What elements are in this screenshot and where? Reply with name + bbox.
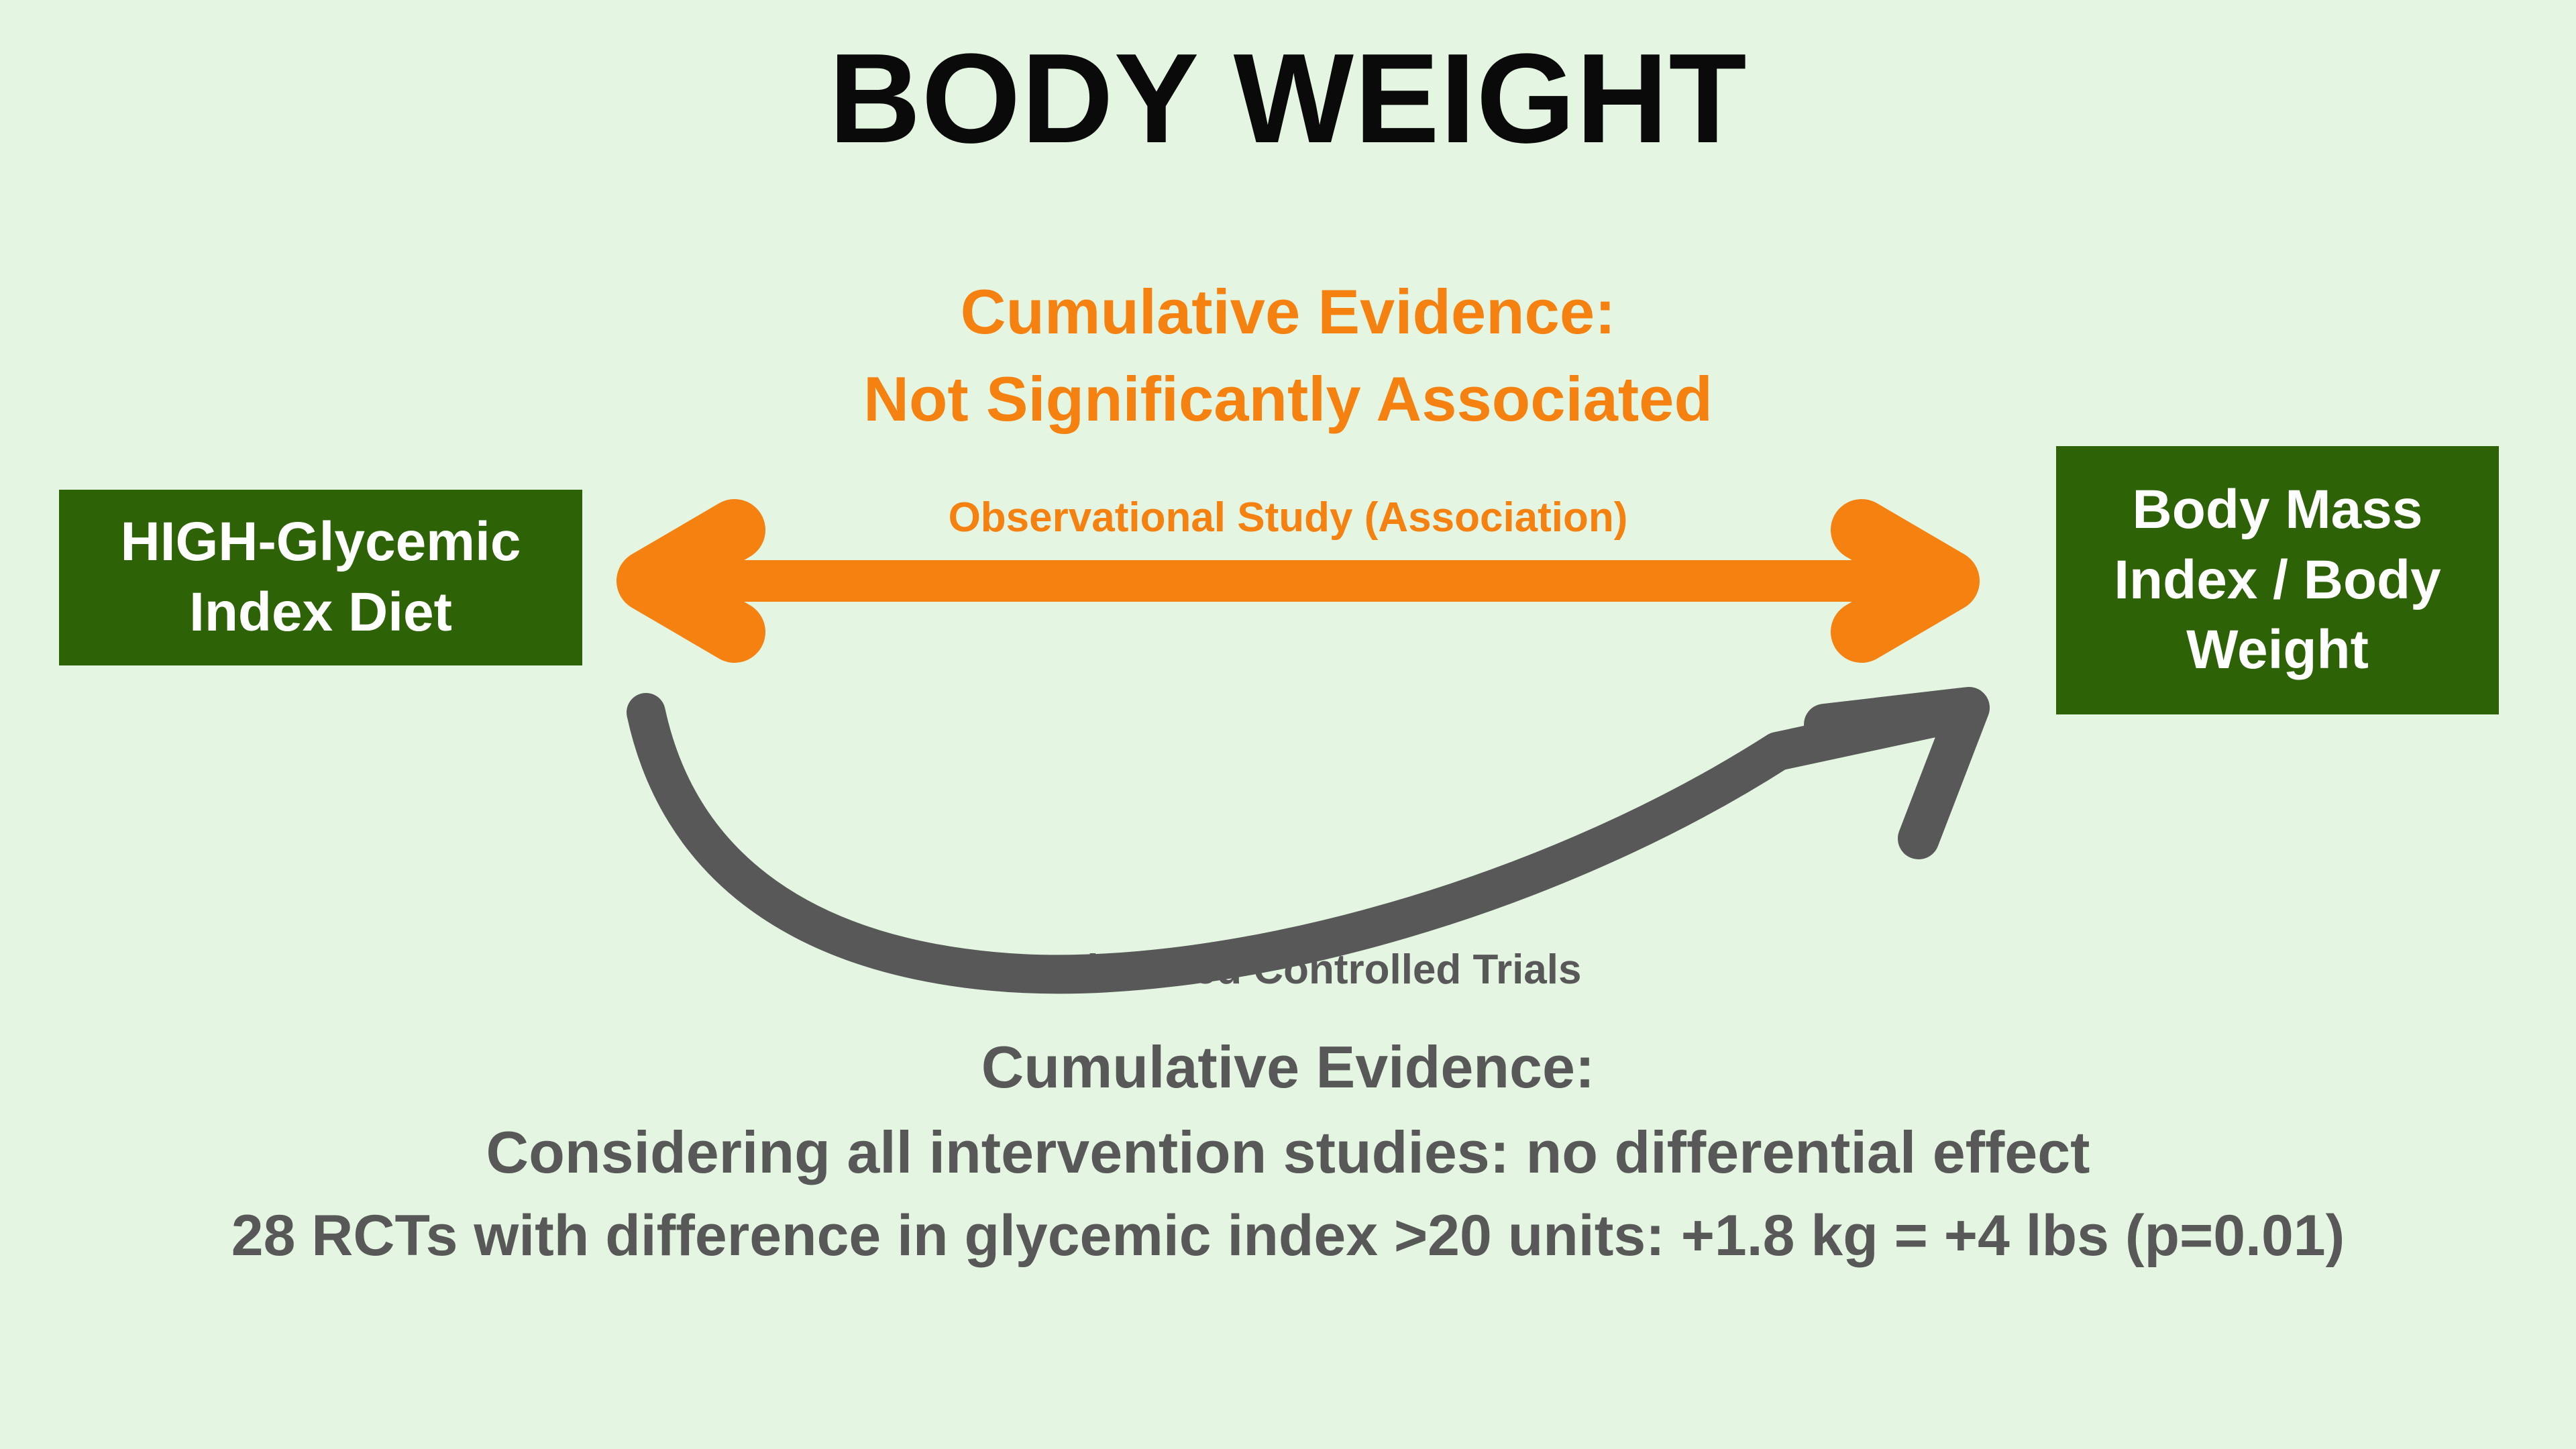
rct-conclusion-heading: Cumulative Evidence: bbox=[981, 1034, 1595, 1100]
node-outcome-box: Body Mass Index / Body Weight bbox=[2056, 446, 2499, 714]
double-headed-arrow-icon bbox=[616, 499, 1980, 663]
node-outcome-line1: Body Mass bbox=[2132, 478, 2423, 540]
rct-conclusion: Cumulative Evidence: Considering all int… bbox=[0, 1025, 2576, 1278]
rct-conclusion-detail2: 28 RCTs with difference in glycemic inde… bbox=[231, 1203, 2345, 1269]
curved-arrow-icon bbox=[627, 687, 1990, 994]
node-outcome-line2: Index / Body bbox=[2114, 549, 2441, 610]
node-exposure-line2: Index Diet bbox=[189, 582, 452, 643]
node-exposure-box: HIGH-Glycemic Index Diet bbox=[59, 490, 582, 665]
rct-arrow-label: Randomized Controlled Trials bbox=[994, 947, 1582, 993]
page-title: BODY WEIGHT bbox=[828, 28, 1748, 170]
observational-arrow-label: Observational Study (Association) bbox=[948, 494, 1628, 541]
observational-conclusion-line1: Cumulative Evidence: bbox=[960, 276, 1616, 347]
observational-conclusion: Cumulative Evidence: Not Significantly A… bbox=[0, 268, 2576, 442]
node-exposure-line1: HIGH-Glycemic bbox=[120, 511, 521, 573]
rct-conclusion-detail1: Considering all intervention studies: no… bbox=[486, 1118, 2090, 1185]
observational-conclusion-line2: Not Significantly Associated bbox=[863, 363, 1713, 434]
node-outcome-line3: Weight bbox=[2186, 619, 2369, 681]
